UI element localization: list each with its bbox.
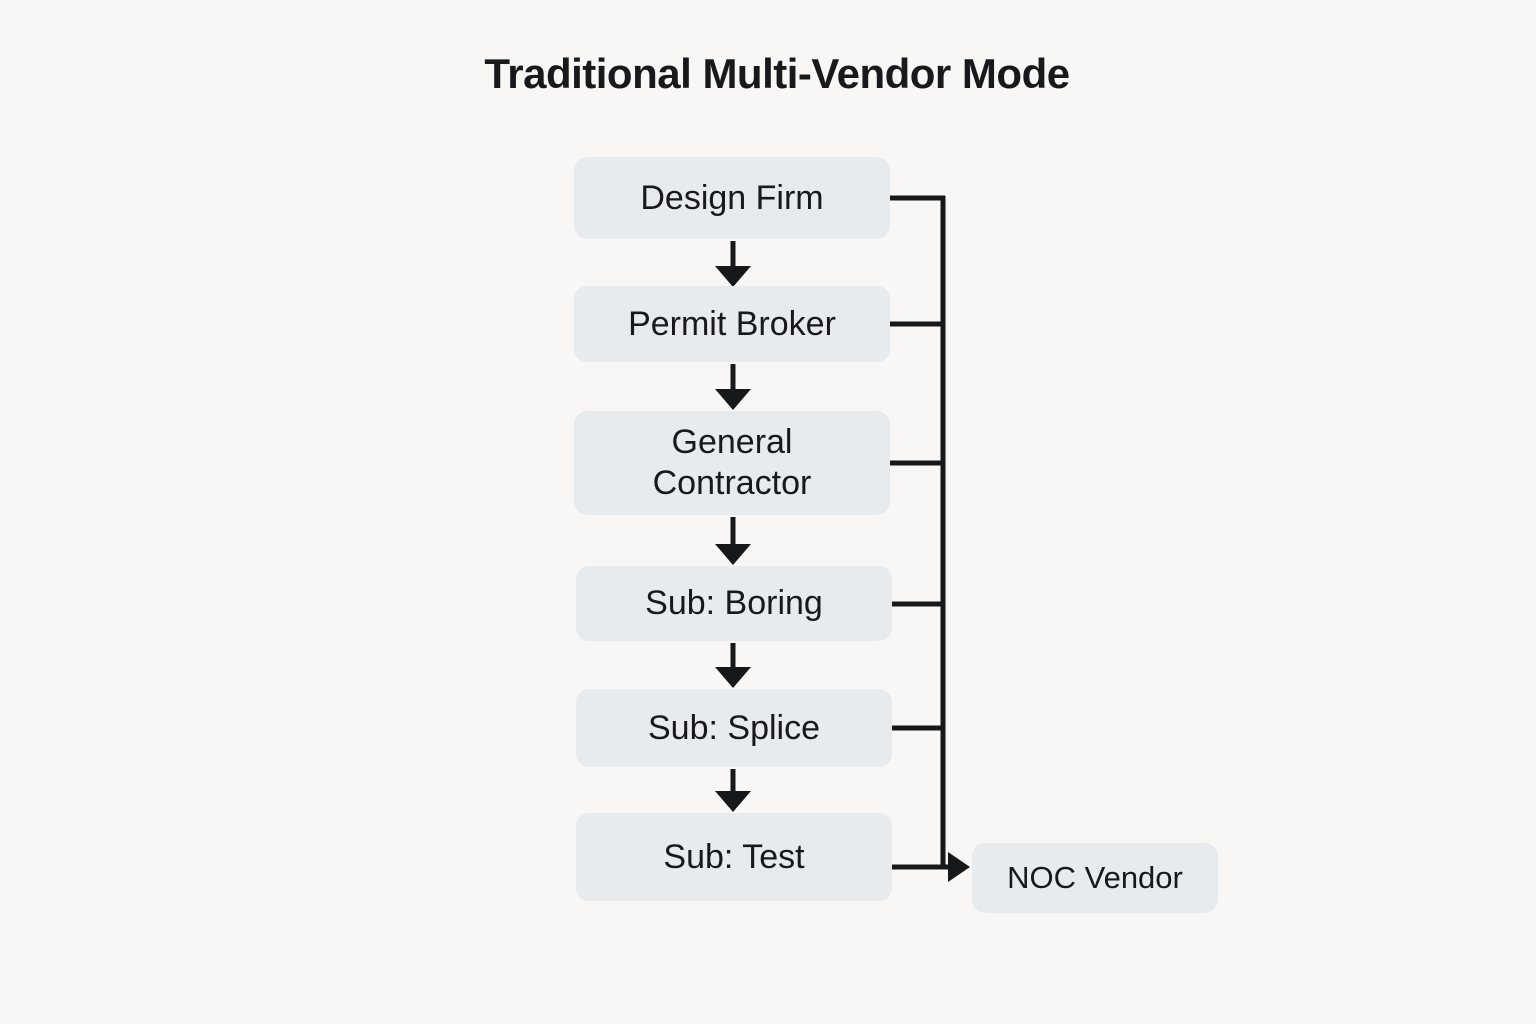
node-sub-test: Sub: Test — [576, 813, 892, 901]
arrow-sub-test-to-noc-vendor — [892, 852, 970, 882]
node-permit-broker: Permit Broker — [574, 286, 890, 362]
node-general-contractor: General Contractor — [574, 411, 890, 515]
node-label: Permit Broker — [628, 304, 836, 343]
arrow-design-firm-to-permit-broker — [715, 241, 751, 287]
node-sub-boring: Sub: Boring — [576, 566, 892, 641]
node-sub-splice: Sub: Splice — [576, 689, 892, 767]
diagram-title: Traditional Multi-Vendor Mode — [484, 50, 1070, 97]
node-label: NOC Vendor — [1007, 860, 1183, 896]
arrow-sub-splice-to-sub-test — [715, 769, 751, 812]
node-label: General Contractor — [652, 423, 812, 502]
arrow-general-contractor-to-sub-boring — [715, 517, 751, 565]
arrow-permit-broker-to-general-contractor — [715, 364, 751, 410]
node-design-firm: Design Firm — [574, 157, 890, 239]
node-label: Design Firm — [640, 178, 824, 217]
node-label: Sub: Boring — [645, 584, 823, 623]
node-noc-vendor: NOC Vendor — [972, 843, 1218, 913]
node-label: Sub: Test — [663, 837, 805, 876]
arrow-sub-boring-to-sub-splice — [715, 643, 751, 688]
node-label: Sub: Splice — [648, 708, 820, 747]
